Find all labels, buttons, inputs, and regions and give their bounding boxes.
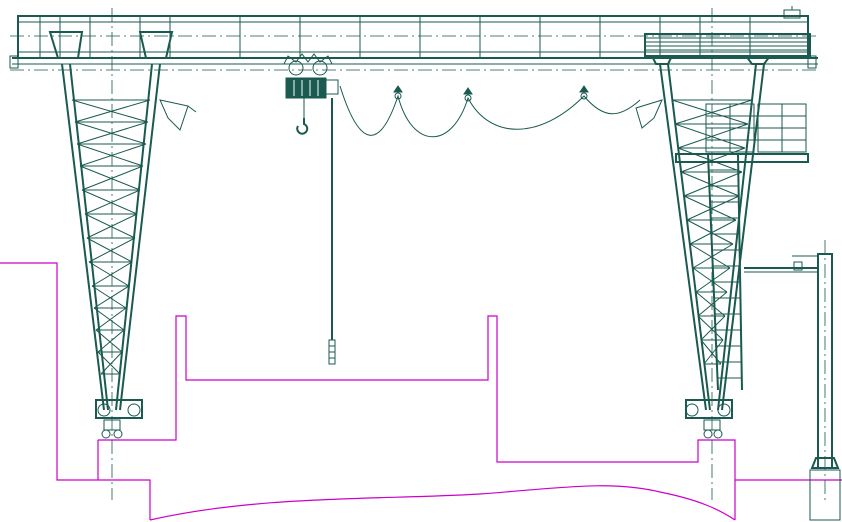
foundation-outline	[0, 262, 842, 521]
left-foundation-wall	[0, 262, 151, 520]
main-girder	[9, 6, 818, 69]
cable-festoon	[339, 85, 641, 138]
left-pit-edge	[98, 315, 810, 481]
ground-curve	[149, 485, 736, 521]
hoist-hook	[296, 98, 336, 365]
access-ladder	[707, 153, 743, 391]
electric-hoist	[283, 53, 339, 118]
right-leg	[635, 55, 772, 439]
jib-crane	[744, 253, 841, 521]
access-platform	[675, 103, 809, 163]
left-leg	[48, 31, 197, 439]
